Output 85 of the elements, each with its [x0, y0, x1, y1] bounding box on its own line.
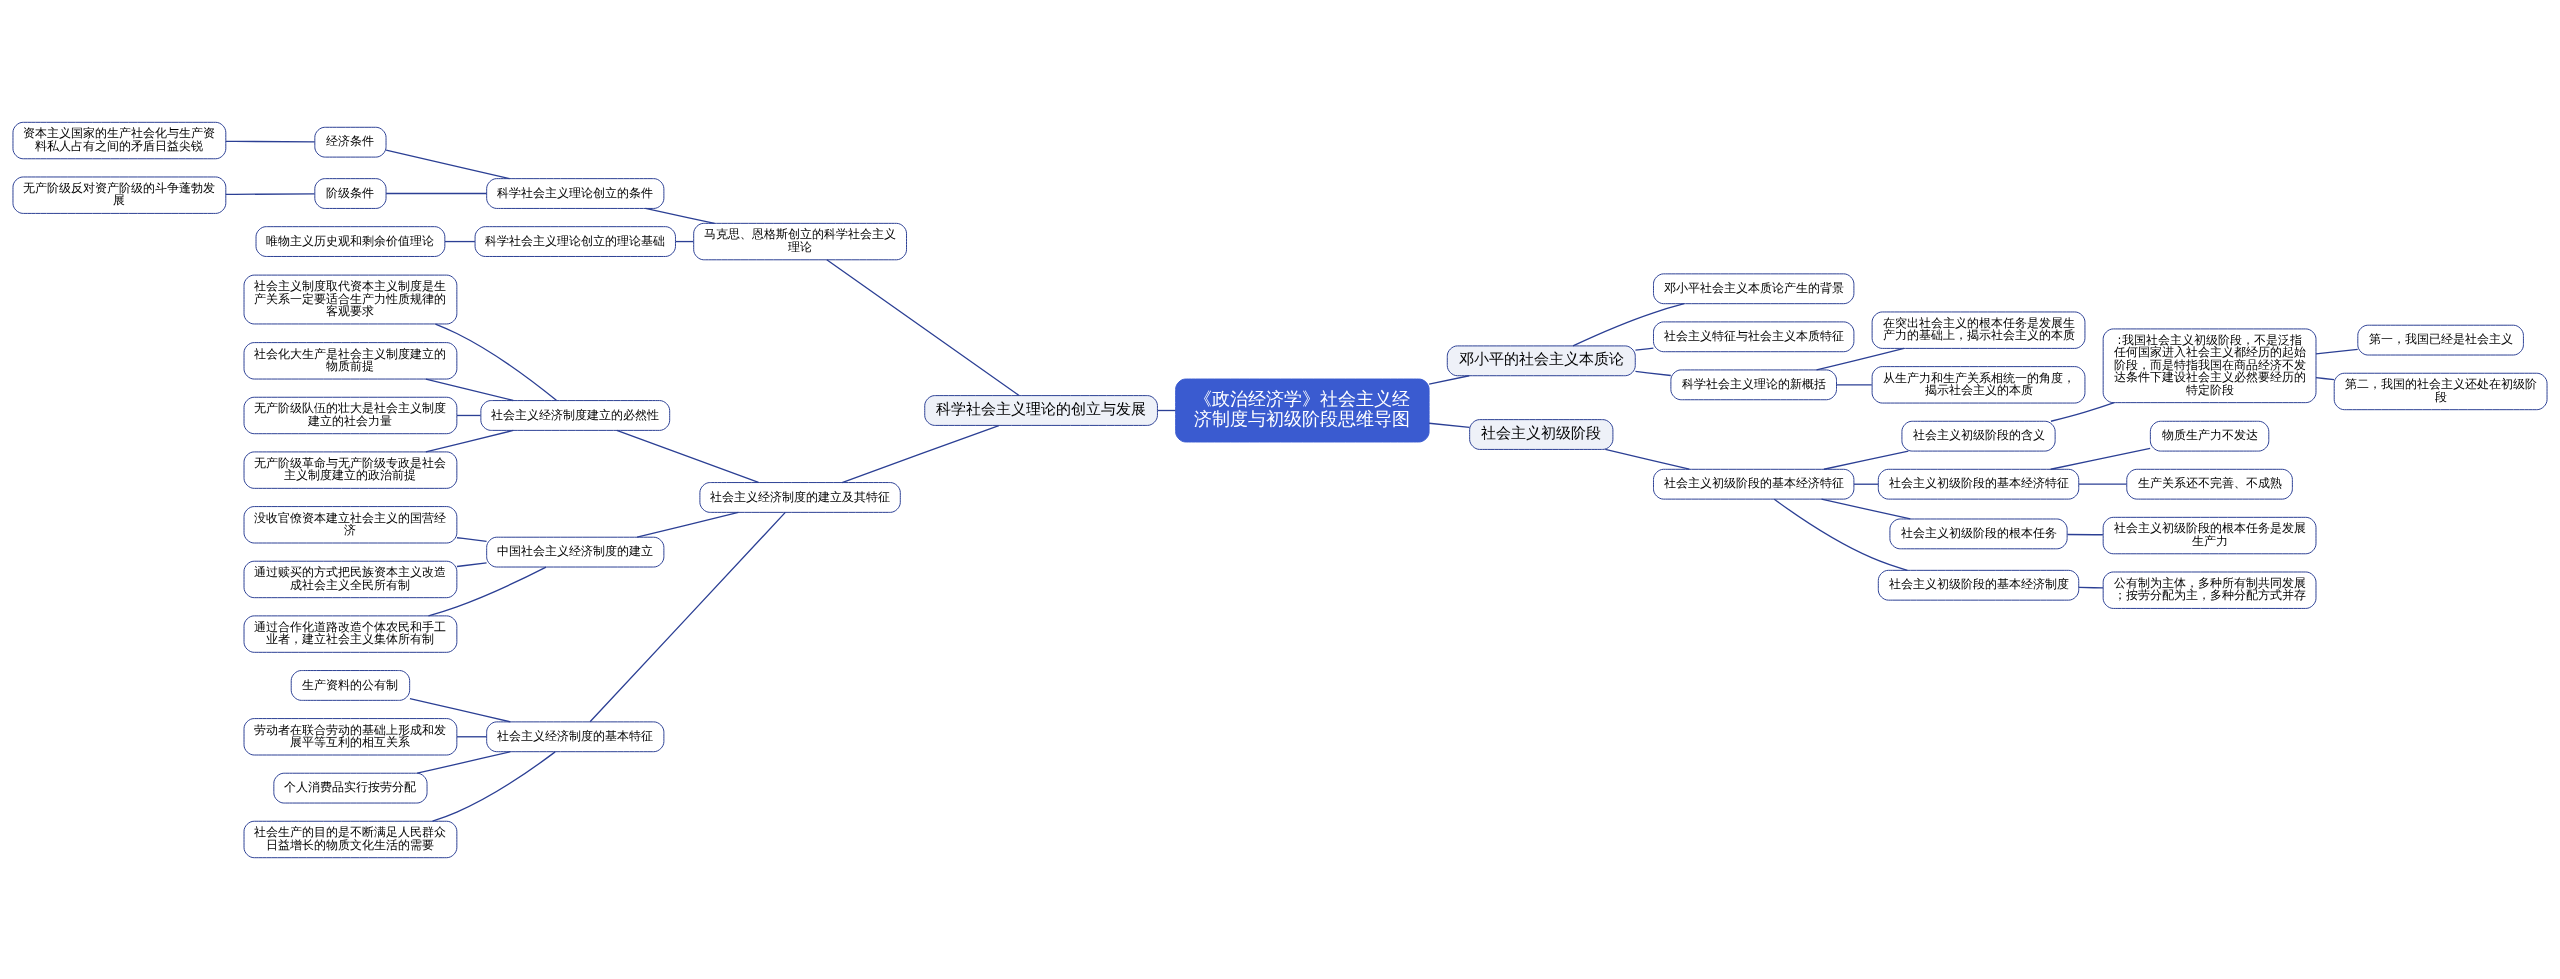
connector [409, 697, 512, 722]
node-box: 无产阶级反对资产阶级的斗争蓬勃发展 [12, 175, 227, 214]
connector [2078, 586, 2104, 589]
connector [456, 561, 488, 567]
node-box: 阶级条件 [314, 177, 387, 209]
node-box: 科学社会主义理论的新概括 [1670, 368, 1837, 400]
connector [456, 735, 488, 737]
node-box: 无产阶级革命与无产阶级专政是社会主义制度建立的政治前提 [243, 450, 458, 489]
node-box: 经济条件 [314, 126, 387, 158]
connector [1773, 498, 1909, 571]
connector [2066, 533, 2104, 535]
connector [225, 140, 316, 143]
connector [1634, 370, 1672, 376]
node-box: 从生产力和生产关系相统一的角度，揭示社会主义的本质 [1871, 365, 2086, 404]
node-box: 生产关系还不完善、不成熟 [2126, 468, 2293, 500]
node-box: 无产阶级队伍的壮大是社会主义制度建立的社会力量 [243, 396, 458, 434]
connector [2315, 376, 2335, 380]
connector [2050, 447, 2151, 470]
connector [456, 414, 482, 416]
node-box: 物质生产力不发达 [2149, 420, 2270, 452]
connector [385, 149, 511, 179]
connector [225, 192, 316, 195]
connector [1572, 302, 1685, 346]
node-box: 没收官僚资本建立社会主义的国营经济 [243, 505, 458, 543]
node-box: 公有制为主体，多种所有制共同发展；按劳分配为主，多种分配方式并存 [2102, 571, 2317, 609]
connector [1836, 383, 1873, 385]
connector [431, 750, 556, 822]
node-box: 个人消费品实行按劳分配 [273, 772, 428, 804]
connector [1820, 497, 1912, 520]
connector [644, 207, 716, 224]
node-box: :我国社会主义初级阶段，不是泛指任何国家进入社会主义都经历的起始阶段，而是特指我国在商品经济不发达条件下建设社会主义必然要经历的特定阶段 [2102, 327, 2317, 403]
connector [1853, 483, 1879, 485]
node-box: 社会化大生产是社会主义制度建立的物质前提 [243, 341, 458, 380]
node-box: 唯物主义历史观和剩余价值理论 [255, 225, 446, 257]
node-box: 邓小平社会主义本质论产生的背景 [1653, 272, 1855, 304]
connector [1428, 422, 1471, 428]
connector [1428, 374, 1470, 385]
node-box: 资本主义国家的生产社会化与生产资料私人占有之间的矛盾日益尖锐 [12, 121, 227, 159]
node-box: 通过赎买的方式把民族资本主义改造成社会主义全民所有制 [243, 560, 458, 598]
node-box: 社会主义初级阶段的含义 [1901, 420, 2056, 452]
connector [1604, 448, 1690, 470]
node-box: 在突出社会主义的根本任务是发展生产力的基础上，揭示社会主义的本质 [1871, 310, 2086, 349]
node-box: 社会主义初级阶段的基本经济特征 [1653, 468, 1855, 500]
connector [2078, 483, 2128, 485]
connector [1634, 346, 1655, 351]
node-box: 社会主义经济制度的建立及其特征 [699, 481, 901, 513]
node-box: 马克思、恩格斯创立的科学社会主义理论 [693, 222, 907, 260]
connector [425, 429, 514, 452]
node-box: 第一，我国已经是社会主义 [2357, 324, 2524, 355]
connector [1823, 449, 1909, 470]
node-box: 社会主义初级阶段的基本经济特征 [1877, 468, 2080, 500]
node-box: 中国社会主义经济制度的建立 [486, 536, 665, 567]
connector [2050, 401, 2115, 422]
node-box: 社会主义初级阶段的基本经济制度 [1877, 569, 2080, 601]
node-box: 生产资料的公有制 [290, 669, 411, 701]
node-box: 社会主义初级阶段 [1469, 418, 1614, 450]
connector [416, 750, 512, 774]
node-box: 科学社会主义理论创立的条件 [486, 177, 665, 209]
node-box: 社会主义经济制度的基本特征 [486, 720, 665, 752]
connector [589, 511, 786, 722]
connector [444, 240, 476, 242]
node-box: 科学社会主义理论的创立与发展 [924, 394, 1158, 426]
node-box: 社会生产的目的是不断满足人民群众日益增长的物质文化生活的需要 [243, 820, 458, 858]
connector [425, 377, 514, 401]
connector [841, 424, 1000, 483]
connector [636, 511, 740, 538]
connector [434, 322, 558, 401]
node-box: 社会主义制度取代资本主义制度是生产关系一定要适合生产力性质规律的客观要求 [243, 274, 458, 324]
connector [2315, 348, 2359, 355]
node-box: 第二，我国的社会主义还处在初级阶段 [2333, 372, 2548, 410]
node-box: 社会主义经济制度建立的必然性 [480, 399, 671, 431]
node-box: 社会主义初级阶段的根本任务 [1889, 518, 2068, 549]
connector [385, 192, 488, 194]
connector [427, 565, 547, 617]
node-box: 劳动者在联合劳动的基础上形成和发展平等互利的相互关系 [243, 717, 458, 755]
node-box: 社会主义初级阶段的根本任务是发展生产力 [2102, 516, 2317, 554]
connector [456, 536, 488, 542]
node-box: 科学社会主义理论创立的理论基础 [474, 225, 676, 257]
connector [826, 258, 1020, 396]
node-box: 通过合作化道路改造个体农民和手工业者，建立社会主义集体所有制 [243, 614, 458, 653]
node-box: 社会主义特征与社会主义本质特征 [1653, 320, 1855, 352]
connector [616, 429, 760, 483]
node-box: 《政治经济学》社会主义经济制度与初级阶段思维导图 [1175, 378, 1430, 442]
connector [1815, 347, 1905, 371]
node-box: 邓小平的社会主义本质论 [1446, 344, 1636, 376]
